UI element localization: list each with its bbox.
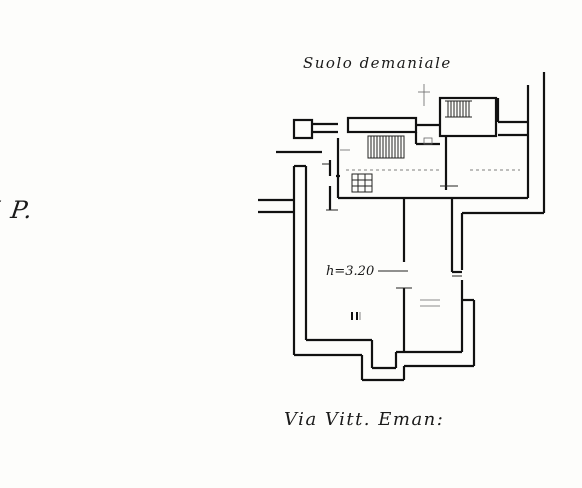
room-height-label: h=3.20 — [326, 264, 374, 279]
faint-markings — [340, 84, 520, 320]
floor-label: II P. — [0, 196, 36, 224]
door-marks — [326, 174, 358, 320]
entry-corridor — [258, 150, 332, 355]
right-boundary-wall — [462, 72, 546, 215]
central-stair — [367, 135, 405, 159]
upper-service-block — [292, 96, 528, 200]
upper-right-stair — [445, 100, 472, 118]
north-boundary-label: Suolo demaniale — [303, 54, 452, 72]
main-room — [294, 198, 476, 382]
small-stair — [351, 173, 373, 193]
street-label: Via Vitt. Eman: — [284, 409, 444, 430]
